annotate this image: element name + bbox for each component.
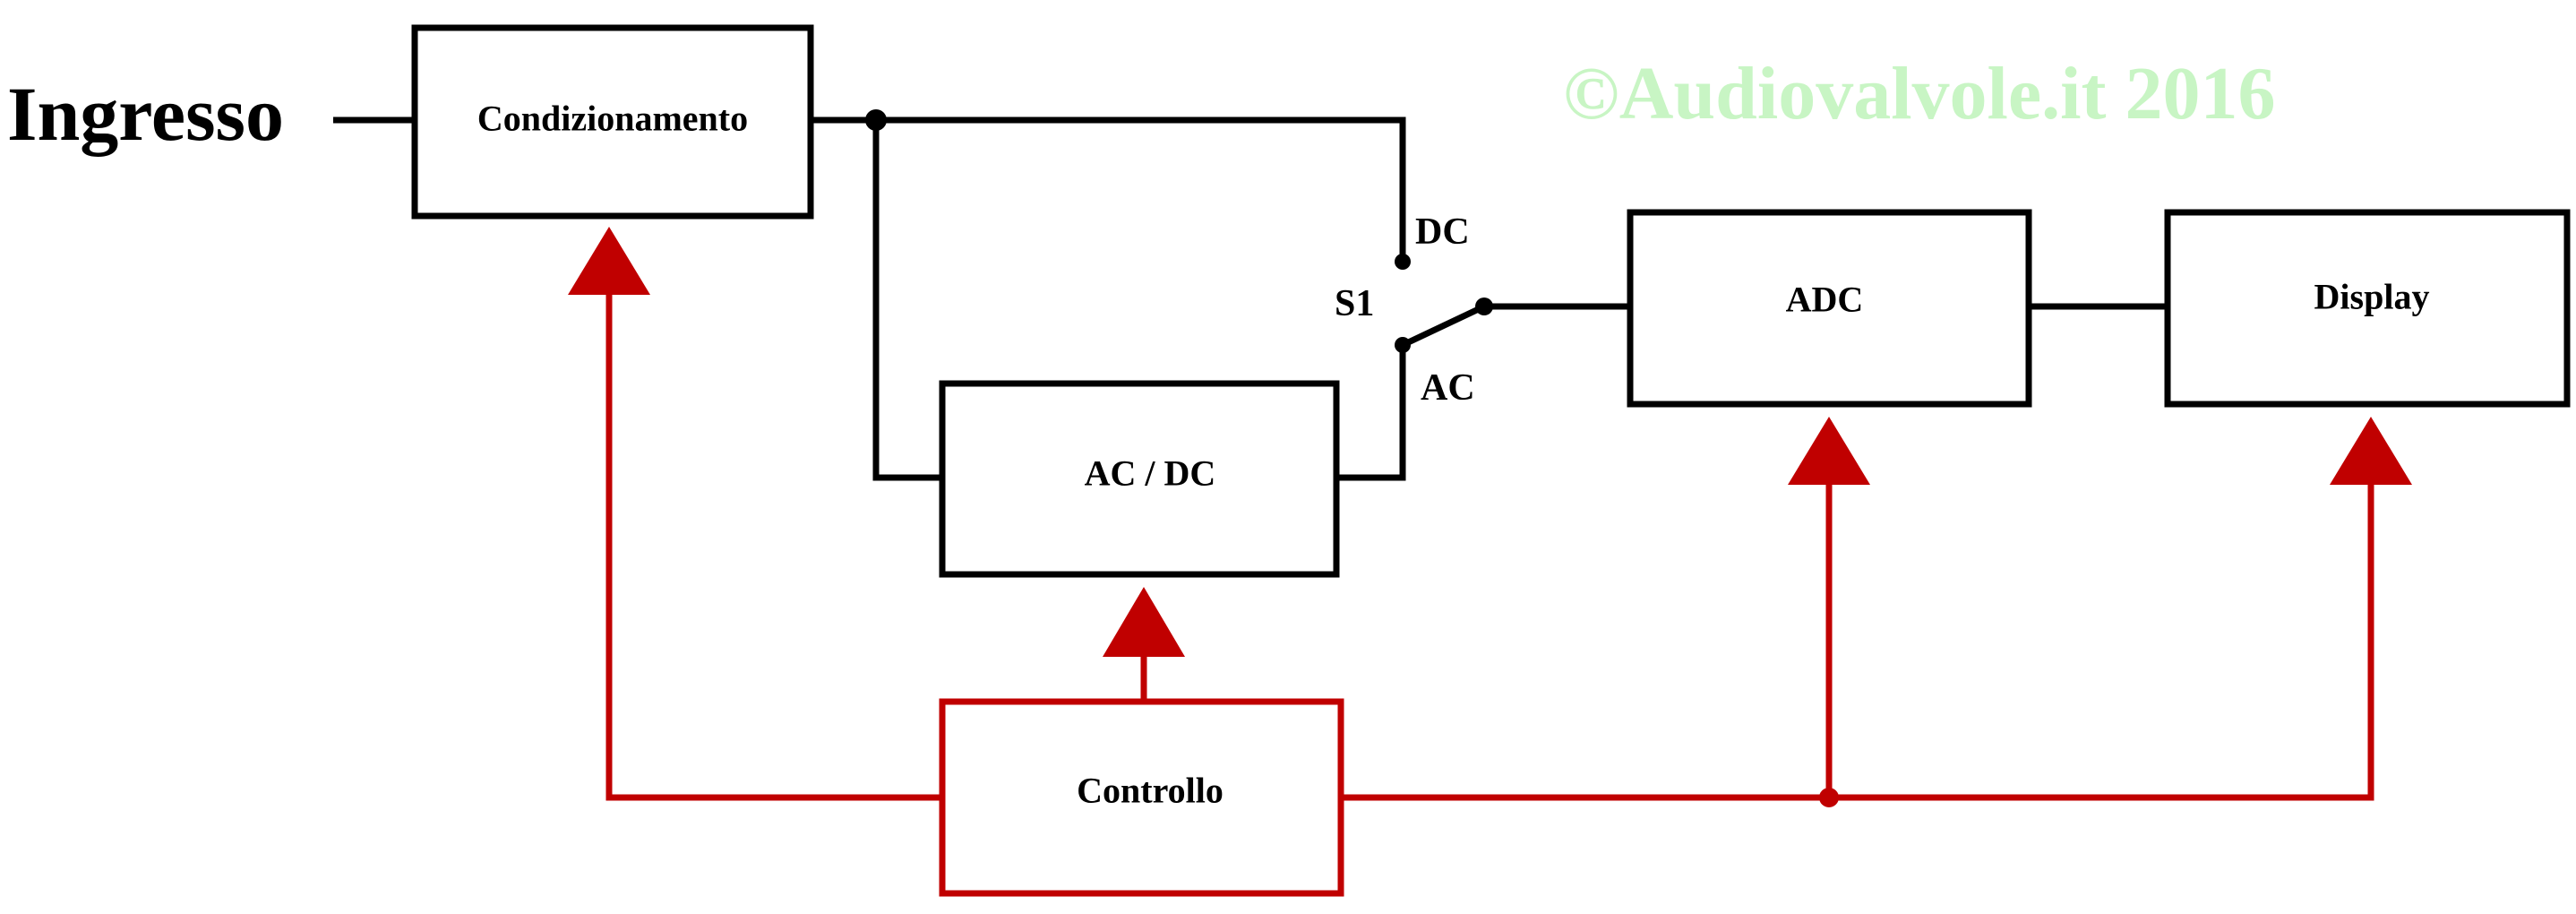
switch-pivot <box>1475 297 1493 315</box>
watermark: ©Audiovalvole.it 2016 <box>1563 52 2275 135</box>
arrow-conditioning-icon <box>568 227 650 295</box>
switch-ac-label: AC <box>1421 367 1475 409</box>
conditioning-output-wire <box>811 116 1406 262</box>
switch-ac-contact <box>1395 337 1411 353</box>
signal-wires <box>333 109 2168 481</box>
arrow-acdc-icon <box>1103 587 1185 657</box>
switch-dc-contact <box>1395 254 1411 270</box>
switch-dc-label: DC <box>1415 211 1470 253</box>
control-to-display-wire <box>1341 479 2374 801</box>
control-junction-dot <box>1819 788 1839 807</box>
block-acdc-label: AC / DC <box>1085 453 1216 494</box>
acdc-input-wire <box>872 120 942 481</box>
control-wires <box>568 227 2412 807</box>
junction-dot <box>865 109 887 131</box>
block-conditioning-label: Condizionamento <box>477 99 748 139</box>
block-acdc: AC / DC <box>939 380 1340 578</box>
input-label: Ingresso <box>7 71 284 157</box>
block-display: Display <box>2164 209 2571 408</box>
control-to-conditioning-wire <box>605 282 942 801</box>
arrow-adc-icon <box>1788 417 1870 485</box>
arrow-display-icon <box>2330 417 2412 485</box>
block-conditioning: Condizionamento <box>411 24 814 220</box>
switch-name-label: S1 <box>1335 283 1374 324</box>
block-adc: ADC <box>1627 209 2032 408</box>
switch-lever <box>1401 303 1486 349</box>
block-control-label: Controllo <box>1077 771 1224 811</box>
block-control: Controllo <box>939 698 1344 897</box>
acdc-output-wire <box>1336 345 1406 481</box>
block-adc-label: ADC <box>1786 280 1864 320</box>
block-display-label: Display <box>2314 277 2430 317</box>
